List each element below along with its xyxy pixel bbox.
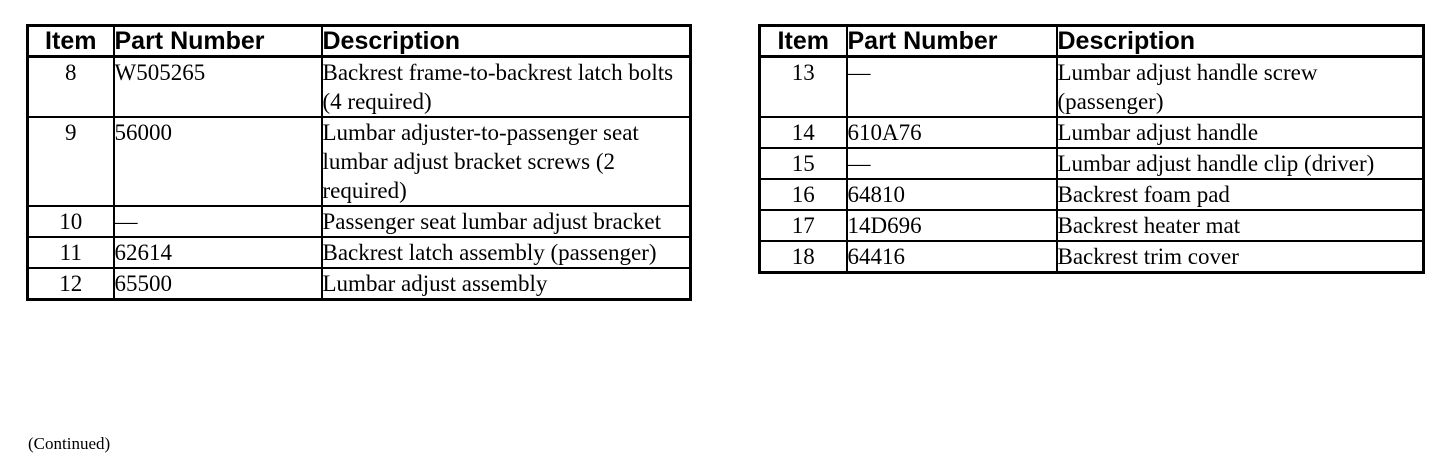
- cell-item: 18: [758, 240, 848, 274]
- column-header-part-number: Part Number: [112, 24, 323, 58]
- header-row: Item Part Number Description: [26, 24, 692, 58]
- cell-part-number: 64810: [845, 178, 1058, 211]
- parts-table-right-block: Item Part Number Description 13 — Lumbar…: [758, 24, 1425, 274]
- cell-description: Backrest trim cover: [1055, 240, 1425, 274]
- table-row: 18 64416 Backrest trim cover: [758, 240, 1425, 274]
- parts-table-right: Item Part Number Description 13 — Lumbar…: [758, 24, 1425, 274]
- table-row: 13 — Lumbar adjust handle screw (passeng…: [758, 55, 1425, 118]
- table-row: 16 64810 Backrest foam pad: [758, 178, 1425, 211]
- table-row: 17 14D696 Backrest heater mat: [758, 209, 1425, 242]
- column-header-item: Item: [26, 24, 115, 58]
- cell-item: 15: [758, 147, 848, 180]
- cell-item: 16: [758, 178, 848, 211]
- table-row: 8 W505265 Backrest frame-to-backrest lat…: [26, 55, 692, 118]
- cell-part-number: —: [112, 205, 323, 238]
- continued-note: (Continued): [28, 434, 111, 453]
- column-header-part-number: Part Number: [845, 24, 1058, 58]
- table-row: 12 65500 Lumbar adjust assembly: [26, 267, 692, 301]
- table-body: 8 W505265 Backrest frame-to-backrest lat…: [26, 55, 692, 301]
- cell-part-number: 14D696: [845, 209, 1058, 242]
- table-body: 13 — Lumbar adjust handle screw (passeng…: [758, 55, 1425, 274]
- cell-item: 11: [26, 236, 115, 269]
- cell-part-number: 610A76: [845, 116, 1058, 149]
- header-row: Item Part Number Description: [758, 24, 1425, 58]
- cell-item: 12: [26, 267, 115, 301]
- table-row: 9 56000 Lumbar adjuster-to-passenger sea…: [26, 116, 692, 207]
- cell-description: Lumbar adjuster-to-passenger seat lumbar…: [320, 116, 692, 207]
- table-header: Item Part Number Description: [26, 24, 692, 58]
- table-header: Item Part Number Description: [758, 24, 1425, 58]
- cell-part-number: —: [845, 55, 1058, 118]
- cell-description: Backrest frame-to-backrest latch bolts (…: [320, 55, 692, 118]
- table-row: 10 — Passenger seat lumbar adjust bracke…: [26, 205, 692, 238]
- cell-part-number: 65500: [112, 267, 323, 301]
- column-header-description: Description: [1055, 24, 1425, 58]
- cell-part-number: 56000: [112, 116, 323, 207]
- cell-description: Backrest latch assembly (passenger): [320, 236, 692, 269]
- cell-item: 10: [26, 205, 115, 238]
- cell-item: 14: [758, 116, 848, 149]
- cell-part-number: W505265: [112, 55, 323, 118]
- column-header-description: Description: [320, 24, 692, 58]
- cell-description: Lumbar adjust handle clip (driver): [1055, 147, 1425, 180]
- cell-item: 17: [758, 209, 848, 242]
- cell-description: Backrest foam pad: [1055, 178, 1425, 211]
- cell-description: Lumbar adjust assembly: [320, 267, 692, 301]
- cell-description: Backrest heater mat: [1055, 209, 1425, 242]
- cell-part-number: 62614: [112, 236, 323, 269]
- cell-description: Lumbar adjust handle screw (passenger): [1055, 55, 1425, 118]
- table-row: 11 62614 Backrest latch assembly (passen…: [26, 236, 692, 269]
- parts-table-left: Item Part Number Description 8 W505265 B…: [26, 24, 692, 301]
- cell-item: 8: [26, 55, 115, 118]
- cell-part-number: —: [845, 147, 1058, 180]
- cell-description: Lumbar adjust handle: [1055, 116, 1425, 149]
- cell-description: Passenger seat lumbar adjust bracket: [320, 205, 692, 238]
- cell-part-number: 64416: [845, 240, 1058, 274]
- parts-table-left-block: Item Part Number Description 8 W505265 B…: [26, 24, 692, 301]
- table-row: 15 — Lumbar adjust handle clip (driver): [758, 147, 1425, 180]
- cell-item: 13: [758, 55, 848, 118]
- column-header-item: Item: [758, 24, 848, 58]
- table-row: 14 610A76 Lumbar adjust handle: [758, 116, 1425, 149]
- cell-item: 9: [26, 116, 115, 207]
